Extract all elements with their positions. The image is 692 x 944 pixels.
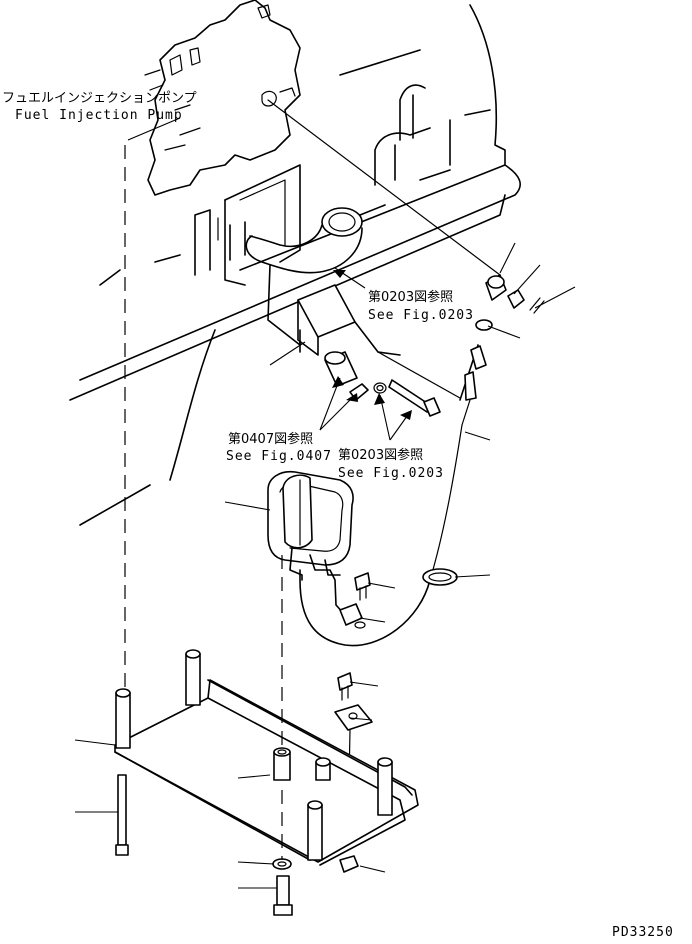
rod-end-parts bbox=[475, 274, 545, 331]
loose-fasteners bbox=[115, 774, 359, 916]
reference-0203-top-en: See Fig.0203 bbox=[368, 308, 474, 323]
reference-0407-en: See Fig.0407 bbox=[226, 449, 332, 464]
drawing-number: PD33250 bbox=[612, 925, 674, 940]
reference-0203-mid-jp: 第0203図参照 bbox=[338, 448, 424, 463]
bracket bbox=[297, 284, 401, 356]
fuel-injection-pump bbox=[144, 0, 301, 286]
base-plate bbox=[114, 649, 419, 866]
intake-elbow bbox=[245, 207, 363, 274]
control-cable bbox=[267, 99, 501, 647]
reference-0203-mid-en: See Fig.0203 bbox=[338, 466, 444, 481]
reference-0407-jp: 第0407図参照 bbox=[228, 432, 314, 447]
fuel-injection-pump-label-en: Fuel Injection Pump bbox=[15, 108, 183, 123]
reference-arrows bbox=[332, 270, 412, 420]
engine-block bbox=[69, 4, 521, 526]
center-lines bbox=[124, 145, 283, 860]
fuel-injection-pump-label-jp: フュエルインジェクションポンプ bbox=[2, 91, 197, 106]
reference-0203-top-jp: 第0203図参照 bbox=[368, 290, 454, 305]
control-housing bbox=[267, 470, 366, 629]
